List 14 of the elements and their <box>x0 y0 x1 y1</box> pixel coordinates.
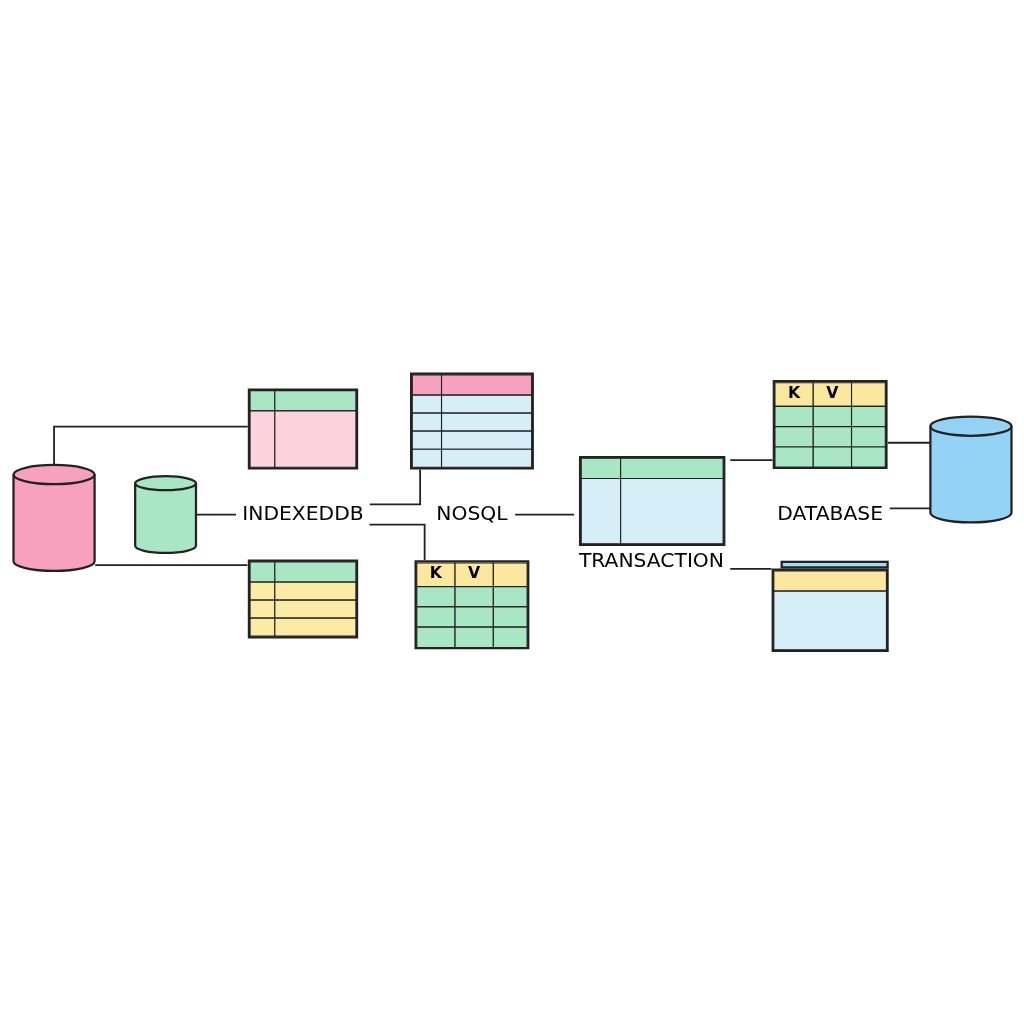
connector <box>52 425 249 466</box>
connector <box>886 441 931 444</box>
connector <box>194 513 237 516</box>
connector <box>728 568 772 570</box>
connector <box>368 468 421 506</box>
node-text: INDEXEDDB <box>241 500 364 525</box>
node-text: DATABASE <box>776 500 883 525</box>
connector <box>93 564 248 567</box>
connector <box>888 507 931 510</box>
node-label: TRANSACTION <box>578 547 724 572</box>
connector <box>728 459 773 462</box>
node-text: NOSQL <box>435 500 508 525</box>
connector <box>513 513 575 516</box>
connector <box>368 523 426 561</box>
